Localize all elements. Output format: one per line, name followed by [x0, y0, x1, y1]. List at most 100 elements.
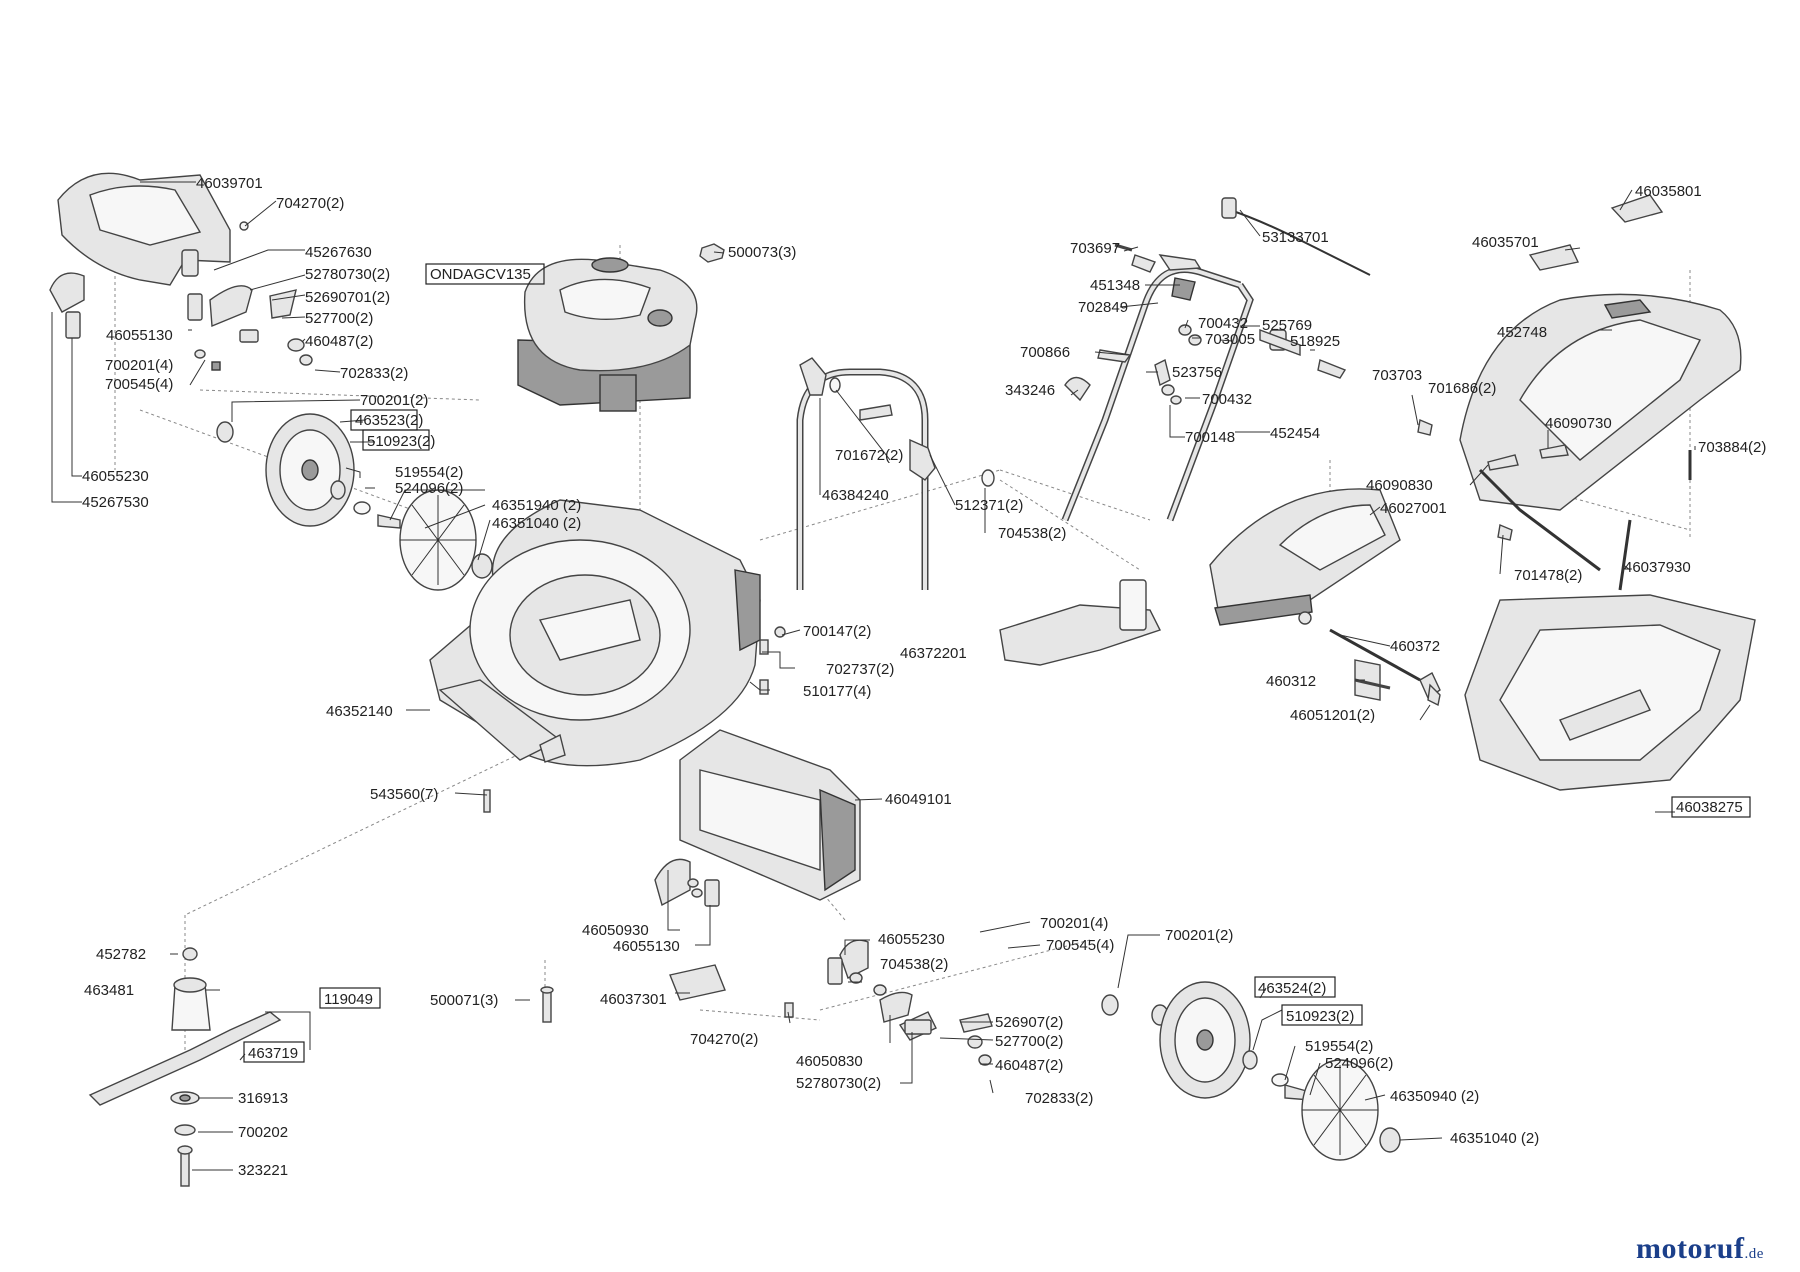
label-543560: 543560(7)	[370, 786, 438, 803]
label-46050930-a: 46050930	[582, 922, 649, 939]
label-704538-a: 704538(2)	[998, 525, 1066, 542]
label-703005: 703005	[1205, 331, 1255, 348]
label-46090830: 46090830	[1366, 477, 1433, 494]
label-703697: 703697	[1070, 240, 1120, 257]
mulch-plug-46037301	[669, 964, 726, 1001]
label-119049: 119049	[324, 991, 373, 1008]
label-52780730-b: 52780730(2)	[796, 1075, 881, 1092]
label-46049101: 46049101	[885, 791, 952, 808]
label-452454: 452454	[1270, 425, 1320, 442]
label-702833-a: 702833(2)	[340, 365, 408, 382]
label-463524: 463524(2)	[1258, 980, 1326, 997]
label-523756: 523756	[1172, 364, 1222, 381]
label-700432-b: 700432	[1202, 391, 1252, 408]
label-510923-b: 510923(2)	[1286, 1008, 1354, 1025]
label-700545-a: 700545(4)	[105, 376, 173, 393]
label-524096-b: 524096(2)	[1325, 1055, 1393, 1072]
catcher-lid-46027001	[1209, 488, 1401, 626]
mulch-insert-46372201	[999, 579, 1161, 666]
label-527700-a: 527700(2)	[305, 310, 373, 327]
label-46351940: 46351940 (2)	[492, 497, 581, 514]
label-701686: 701686(2)	[1428, 380, 1496, 397]
leader-lines	[51, 181, 1696, 1171]
brand-tld: .de	[1744, 1246, 1764, 1262]
label-700148: 700148	[1185, 429, 1235, 446]
label-704538-b: 704538(2)	[880, 956, 948, 973]
label-700147: 700147(2)	[803, 623, 871, 640]
label-700202: 700202	[238, 1124, 288, 1141]
label-52780730-a: 52780730(2)	[305, 266, 390, 283]
label-46035701: 46035701	[1472, 234, 1539, 251]
label-702849: 702849	[1078, 299, 1128, 316]
label-701672: 701672(2)	[835, 447, 903, 464]
label-700201-2-b: 700201(2)	[1165, 927, 1233, 944]
label-46055230-a: 46055230	[82, 468, 149, 485]
label-510177: 510177(4)	[803, 683, 871, 700]
label-45267530: 45267530	[82, 494, 149, 511]
label-46350940: 46350940 (2)	[1390, 1088, 1479, 1105]
part-number-labels: 46039701 704270(2) 45267630 52780730(2) …	[82, 175, 1766, 1179]
label-510923-a: 510923(2)	[367, 433, 435, 450]
label-46037930: 46037930	[1624, 559, 1691, 576]
label-702833-b: 702833(2)	[1025, 1090, 1093, 1107]
label-524096-a: 524096(2)	[395, 480, 463, 497]
upper-handle-452454	[1061, 254, 1287, 522]
label-316913: 316913	[238, 1090, 288, 1107]
bag-hook-parts	[1354, 678, 1441, 707]
label-452748: 452748	[1497, 324, 1547, 341]
label-52690701: 52690701(2)	[305, 289, 390, 306]
label-463523: 463523(2)	[355, 412, 423, 429]
label-46351040-b: 46351040 (2)	[1450, 1130, 1539, 1147]
label-53133701: 53133701	[1262, 229, 1329, 246]
label-46090730: 46090730	[1545, 415, 1612, 432]
label-46055130-a: 46055130	[106, 327, 173, 344]
label-704270-a: 704270(2)	[276, 195, 344, 212]
label-519554-a: 519554(2)	[395, 464, 463, 481]
label-700545-b: 700545(4)	[1046, 937, 1114, 954]
label-460372: 460372	[1390, 638, 1440, 655]
label-323221: 323221	[238, 1162, 288, 1179]
label-700201-4-b: 700201(4)	[1040, 915, 1108, 932]
label-46352140: 46352140	[326, 703, 393, 720]
label-526907: 526907(2)	[995, 1014, 1063, 1031]
handle-knobs-left	[799, 357, 995, 487]
label-46051201: 46051201(2)	[1290, 707, 1375, 724]
label-700201-4-a: 700201(4)	[105, 357, 173, 374]
label-46351040-a: 46351040 (2)	[492, 515, 581, 532]
label-46055130-b: 46055130	[613, 938, 680, 955]
label-boxes	[243, 263, 1751, 1063]
catcher-rods	[1329, 628, 1441, 701]
height-adjust-plate-right	[827, 939, 993, 1066]
label-46055230-b: 46055230	[878, 931, 945, 948]
wheel-cap-left	[399, 489, 493, 591]
label-451348: 451348	[1090, 277, 1140, 294]
rear-discharge-chute-46049101	[679, 729, 861, 901]
grass-box-top-452748	[1459, 293, 1742, 511]
label-463719: 463719	[248, 1045, 298, 1062]
label-463481: 463481	[84, 982, 134, 999]
rear-wheel-right	[1101, 981, 1311, 1101]
label-343246: 343246	[1005, 382, 1055, 399]
label-500071: 500071(3)	[430, 992, 498, 1009]
brand-name: motoruf	[1636, 1232, 1745, 1265]
blade-assembly	[88, 626, 794, 1187]
catcher-frame-46037930	[1478, 468, 1632, 591]
mower-deck-46352140	[429, 499, 761, 767]
label-46039701: 46039701	[196, 175, 263, 192]
label-500073: 500073(3)	[728, 244, 796, 261]
label-46384240: 46384240	[822, 487, 889, 504]
label-700432-a: 700432	[1198, 315, 1248, 332]
grass-box-small-parts	[1417, 194, 1692, 541]
lower-handle-46384240	[796, 368, 929, 590]
label-460312: 460312	[1266, 673, 1316, 690]
grass-catcher-bag-46038275	[1464, 594, 1756, 791]
rear-deflector-cover	[57, 172, 231, 286]
label-46035801: 46035801	[1635, 183, 1702, 200]
engine-ondagcv135	[517, 257, 698, 412]
label-704270-b: 704270(2)	[690, 1031, 758, 1048]
height-adjust-plate-left	[49, 272, 85, 339]
label-512371: 512371(2)	[955, 497, 1023, 514]
label-46050830: 46050830	[796, 1053, 863, 1070]
label-700201-2-a: 700201(2)	[360, 392, 428, 409]
